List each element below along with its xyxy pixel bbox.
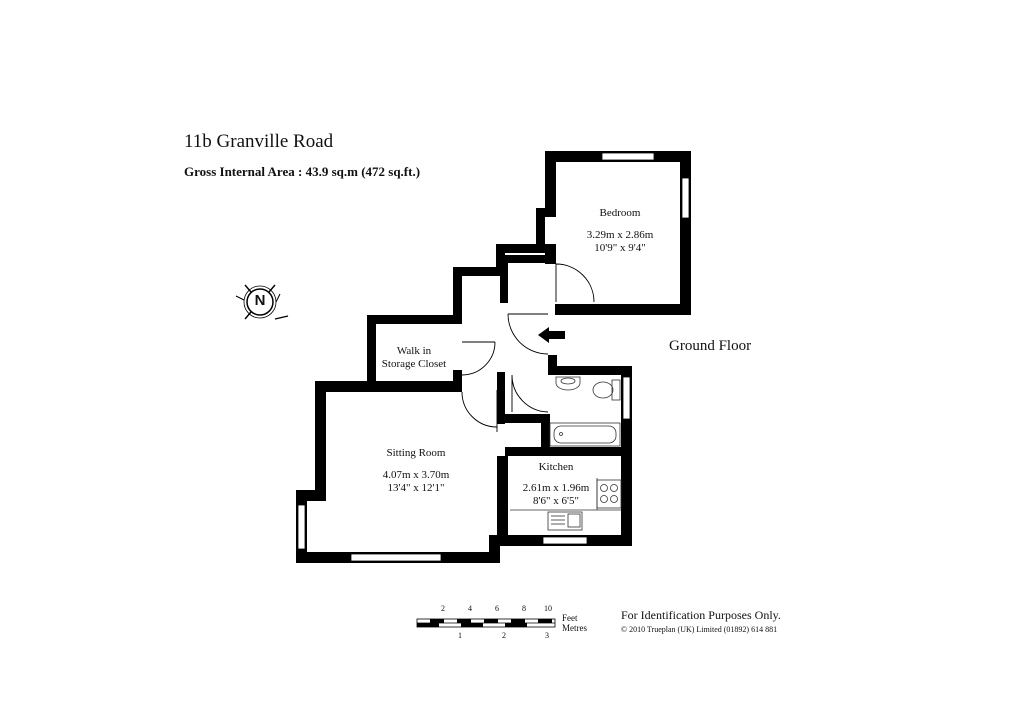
door-swing bbox=[555, 263, 595, 303]
room-size-imperial-bedroom: 10'9" x 9'4" bbox=[594, 242, 646, 254]
door-swing bbox=[461, 341, 496, 376]
wall bbox=[541, 414, 550, 456]
scale-feet-tick: 2 bbox=[441, 604, 445, 613]
wall bbox=[497, 372, 505, 424]
hob-ring bbox=[600, 495, 608, 503]
scale-metre-tick: 1 bbox=[458, 631, 462, 640]
copyright-note: © 2010 Trueplan (UK) Limited (01892) 614… bbox=[621, 625, 778, 634]
wall bbox=[500, 255, 508, 303]
scale-feet-tick: 6 bbox=[495, 604, 499, 613]
wall bbox=[296, 490, 326, 501]
hob-ring bbox=[600, 484, 608, 492]
wall bbox=[548, 355, 557, 375]
wall bbox=[548, 366, 632, 375]
entrance-arrow-icon bbox=[538, 327, 565, 343]
door-swing bbox=[461, 390, 498, 432]
scale-metre-tick: 3 bbox=[545, 631, 549, 640]
scale-feet-tick: 10 bbox=[544, 604, 552, 613]
scale-feet-tick: 8 bbox=[522, 604, 526, 613]
room-size-imperial-kitchen: 8'6" x 6'5" bbox=[533, 495, 579, 507]
scale-feet-segment bbox=[484, 619, 498, 623]
room-name-sitting-room: Sitting Room bbox=[386, 447, 446, 459]
wall bbox=[315, 381, 326, 493]
hob-ring bbox=[610, 484, 618, 492]
window bbox=[297, 504, 306, 550]
scale-feet-segment bbox=[430, 619, 444, 623]
room-size-metric-bedroom: 3.29m x 2.86m bbox=[586, 229, 654, 241]
room-name-walk-in-line1: Walk in bbox=[396, 345, 432, 357]
door-swing bbox=[511, 374, 549, 413]
wall bbox=[497, 456, 508, 546]
floor-label: Ground Floor bbox=[669, 338, 752, 354]
wall bbox=[367, 315, 462, 324]
room-size-metric-kitchen: 2.61m x 1.96m bbox=[522, 482, 590, 494]
hob bbox=[596, 479, 622, 509]
compass-north-letter: N bbox=[254, 292, 266, 309]
scale-feet-segment bbox=[538, 619, 552, 623]
identification-note: For Identification Purposes Only. bbox=[621, 608, 781, 622]
wall bbox=[545, 151, 556, 217]
wall bbox=[489, 535, 500, 563]
wall bbox=[505, 414, 550, 423]
toilet-cistern bbox=[611, 379, 621, 401]
bathtub bbox=[549, 422, 621, 447]
room-name-bedroom: Bedroom bbox=[599, 207, 641, 219]
window bbox=[350, 553, 442, 562]
wall bbox=[680, 151, 691, 315]
room-name-kitchen: Kitchen bbox=[538, 461, 574, 473]
wall bbox=[555, 304, 691, 315]
wall bbox=[536, 208, 556, 217]
bathtub-inner bbox=[553, 425, 617, 444]
scale-feet-tick: 4 bbox=[468, 604, 472, 613]
scale-metre-segment bbox=[461, 623, 483, 627]
wall bbox=[496, 244, 545, 253]
scale-feet-segment bbox=[511, 619, 525, 623]
window bbox=[542, 536, 588, 545]
property-title: 11b Granville Road bbox=[184, 131, 334, 152]
window bbox=[622, 376, 631, 420]
room-size-imperial-sitting-room: 13'4" x 12'1" bbox=[387, 482, 445, 494]
wall bbox=[545, 244, 556, 264]
compass-rose-icon bbox=[235, 284, 289, 320]
wall bbox=[367, 315, 376, 387]
kitchen-sink bbox=[547, 511, 583, 531]
scale-metre-segment bbox=[505, 623, 527, 627]
scale-metre-tick: 2 bbox=[502, 631, 506, 640]
window bbox=[601, 152, 655, 161]
scale-metres-label: Metres bbox=[562, 623, 587, 633]
scale-feet-segment bbox=[457, 619, 471, 623]
scale-metre-segment bbox=[417, 623, 439, 627]
hob-ring bbox=[610, 495, 618, 503]
washbasin bbox=[555, 376, 581, 391]
wall bbox=[453, 267, 462, 319]
door-swing bbox=[507, 313, 549, 355]
washbasin-bowl bbox=[560, 377, 576, 385]
wall bbox=[536, 208, 545, 253]
wall bbox=[315, 381, 462, 392]
room-name-walk-in-line2: Storage Closet bbox=[381, 358, 447, 370]
toilet-bowl bbox=[592, 381, 614, 399]
room-size-metric-sitting-room: 4.07m x 3.70m bbox=[382, 469, 450, 481]
wall bbox=[500, 255, 552, 263]
bath-drain bbox=[559, 432, 563, 436]
window bbox=[681, 177, 690, 219]
wall bbox=[505, 447, 632, 456]
wall bbox=[453, 267, 505, 276]
scale-feet-label: Feet bbox=[562, 613, 578, 623]
sink-bowl bbox=[567, 513, 581, 528]
gross-internal-area: Gross Internal Area : 43.9 sq.m (472 sq.… bbox=[184, 164, 421, 179]
